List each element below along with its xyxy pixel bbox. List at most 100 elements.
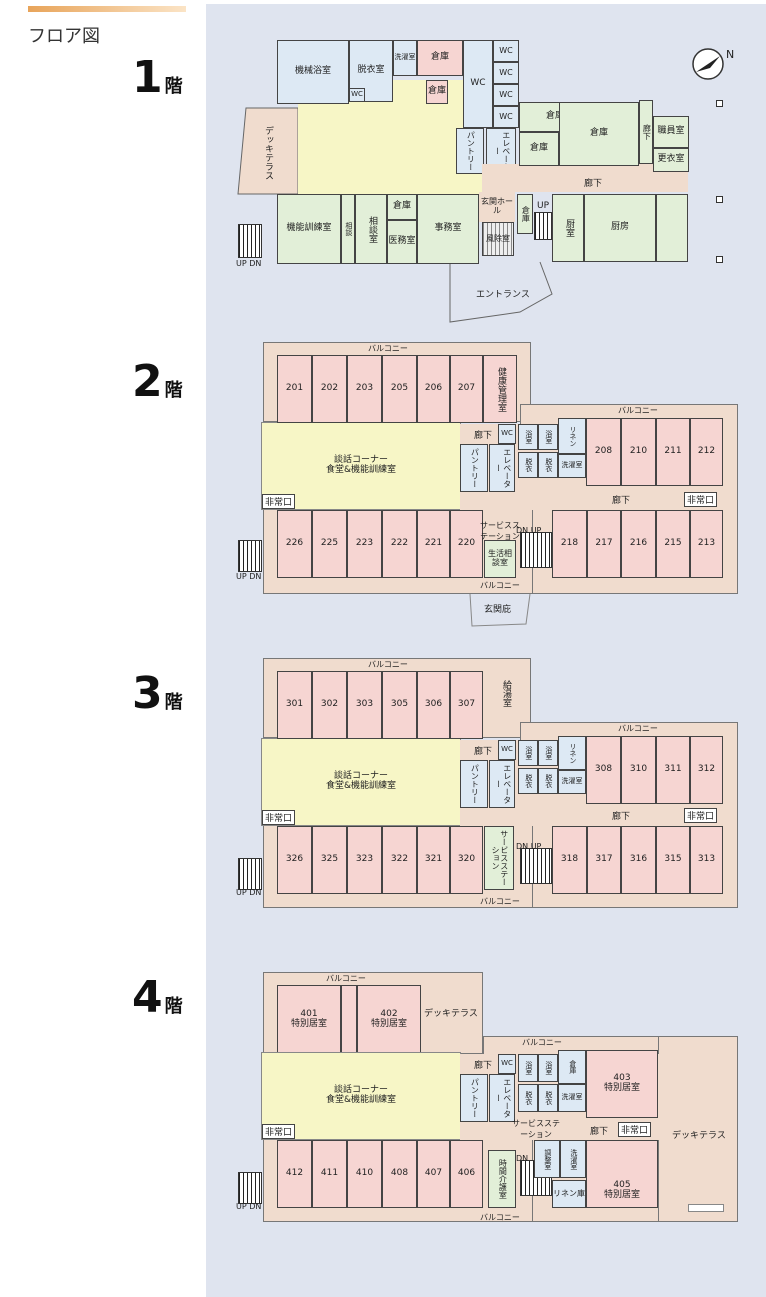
emergency-exit-2f-left: 非常口 <box>262 494 296 509</box>
windbreak-room: 風除室 <box>482 222 514 256</box>
pantry-2f: パントリー <box>460 444 488 492</box>
room-212: 212 <box>690 418 723 486</box>
room-213: 213 <box>690 510 723 578</box>
room-206: 206 <box>417 355 450 423</box>
deck-label: デッキテラス <box>263 126 273 180</box>
corridor-4f: 廊下 <box>590 1127 609 1137</box>
room-216: 216 <box>621 510 656 578</box>
compass-icon: N <box>692 48 734 80</box>
room-312: 312 <box>690 736 723 804</box>
room-410: 410 <box>347 1140 382 1208</box>
room-313: 313 <box>690 826 723 894</box>
entrance-outline <box>449 261 553 323</box>
medical-room: 医務室 <box>387 220 417 264</box>
marker-dot <box>716 196 723 203</box>
laundry-1f: 洗濯室 <box>393 40 417 76</box>
dressing-3f-a: 脱衣 <box>518 768 538 794</box>
bath-4f-a: 浴室 <box>518 1054 538 1082</box>
laundry-4f-a: 洗濯室 <box>558 1084 586 1112</box>
room-211: 211 <box>656 418 690 486</box>
office-room: 事務室 <box>417 194 479 264</box>
bench-4f <box>688 1204 724 1212</box>
room-311: 311 <box>656 736 690 804</box>
updn-4f: UP DN <box>236 1202 262 1211</box>
bath-3f-a: 浴室 <box>518 740 538 766</box>
svg-text:N: N <box>726 48 734 61</box>
corridor-1f: 廊下 <box>584 179 603 189</box>
room-205: 205 <box>382 355 417 423</box>
service-station-4f: サービスステーション <box>512 1119 560 1139</box>
hallway-4f: 廊下 <box>474 1061 493 1071</box>
stairs-2f-left <box>238 540 262 572</box>
machine-bath: 機械浴室 <box>277 40 349 104</box>
deck-terrace-4f-right <box>658 1036 738 1222</box>
room-202: 202 <box>312 355 347 423</box>
wc-1f-center: WC <box>463 40 493 128</box>
linen-3f: リネン <box>558 736 586 770</box>
bath-4f-b: 浴室 <box>538 1054 558 1082</box>
room-316: 316 <box>621 826 656 894</box>
consult-room-2f: 生活相談室 <box>484 540 516 578</box>
service-station-2f: サービスステーション <box>480 521 520 541</box>
room-220: 220 <box>450 510 483 578</box>
laundry-2f: 洗濯室 <box>558 454 586 478</box>
room-321: 321 <box>417 826 450 894</box>
updn-1f: UP DN <box>236 259 262 268</box>
elevator-2f: エレベーター <box>489 444 515 492</box>
room-303: 303 <box>347 671 382 739</box>
room-221: 221 <box>417 510 450 578</box>
dressing-2f-a: 脱衣 <box>518 452 538 478</box>
pantry-1f: パントリー <box>456 128 484 174</box>
room-317: 317 <box>587 826 621 894</box>
room-226: 226 <box>277 510 312 578</box>
room-201: 201 <box>277 355 312 423</box>
hallway-2f: 廊下 <box>474 431 493 441</box>
room-325: 325 <box>312 826 347 894</box>
balcony-top-2f: バルコニー <box>368 344 408 353</box>
linen-4f: リネン庫 <box>552 1180 586 1208</box>
stairs-1f-left <box>238 224 262 258</box>
room-218: 218 <box>552 510 587 578</box>
room-215: 215 <box>656 510 690 578</box>
room-310: 310 <box>621 736 656 804</box>
storage-1f-e: 倉庫 <box>559 102 639 166</box>
stairs-2f-center <box>520 532 552 568</box>
room-320: 320 <box>450 826 483 894</box>
balcony-top-4f: バルコニー <box>326 974 366 983</box>
room-208: 208 <box>586 418 621 486</box>
dnup-2f: DN UP <box>516 526 542 535</box>
room-207: 207 <box>450 355 483 423</box>
genkan-label-2f: 玄関庇 <box>484 605 512 615</box>
stairs-1f-center <box>534 212 552 240</box>
training-room-1f: 機能訓練室 <box>277 194 341 264</box>
corridor-3f: 廊下 <box>612 812 631 822</box>
room-406: 406 <box>450 1140 483 1208</box>
emergency-exit-4f-right: 非常口 <box>618 1122 652 1137</box>
bath-2f-a: 浴室 <box>518 424 538 450</box>
header-accent-bar <box>28 6 186 12</box>
wc-2f: WC <box>498 424 516 444</box>
storage-1f-g: 倉庫 <box>517 194 533 234</box>
elevator-4f: エレベーター <box>489 1074 515 1122</box>
room-323: 323 <box>347 826 382 894</box>
dressing-4f-a: 脱衣 <box>518 1084 538 1112</box>
stairs-3f-left <box>238 858 262 890</box>
storage-1f-b: 倉庫 <box>426 80 448 104</box>
room-322: 322 <box>382 826 417 894</box>
entrance-canopy-2f <box>469 593 531 627</box>
room-222: 222 <box>382 510 417 578</box>
stairs-3f-center <box>520 848 552 884</box>
kitchen-side-room: 厨室 <box>552 194 584 262</box>
room-203: 203 <box>347 355 382 423</box>
emergency-exit-3f-right: 非常口 <box>684 808 718 823</box>
wc-1f-a: WC <box>349 88 365 102</box>
dn-4f: DN <box>516 1154 529 1163</box>
adjust-room-4f: 調整室 <box>534 1140 560 1178</box>
wc-1f-b: WC <box>493 40 519 62</box>
room-210: 210 <box>621 418 656 486</box>
